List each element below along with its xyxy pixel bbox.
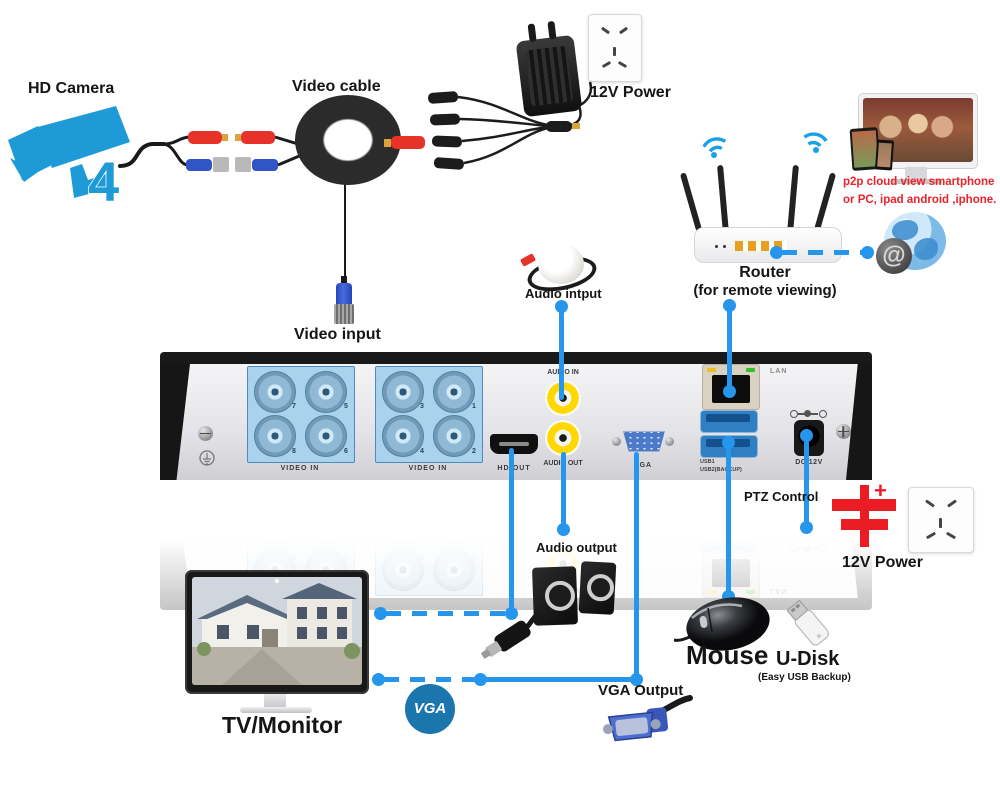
hdmi-plug — [481, 612, 540, 659]
video-input-bnc — [336, 283, 352, 305]
power-right-label: 12V Power — [842, 554, 923, 571]
link-dc-power — [804, 434, 809, 528]
audio-out-port — [545, 420, 581, 456]
video-in-label-2: VIDEO IN — [408, 465, 448, 472]
lan-led-yellow — [707, 368, 716, 372]
audio-input-label: Audio intput — [525, 286, 602, 301]
remote-pc-stand — [905, 167, 927, 179]
dvr-panel: 7 5 8 6 VIDEO IN 3 1 4 2 VIDEO IN HD-OUT… — [160, 352, 872, 480]
audio-input-mic — [538, 244, 584, 284]
router-antenna — [717, 164, 729, 234]
usb-flash-drive — [786, 600, 830, 646]
tv-base — [240, 707, 312, 713]
dc-polarity-icon — [790, 409, 827, 418]
router-title: Router — [739, 264, 791, 281]
wall-outlet-top — [588, 14, 642, 82]
dc-label: DC 12V — [795, 459, 823, 466]
router-ports — [735, 241, 787, 251]
link-vga — [634, 452, 639, 682]
tv-monitor-label: TV/Monitor — [222, 712, 343, 738]
hdmi-port — [490, 434, 538, 454]
router — [694, 227, 842, 263]
usb-port-1 — [700, 410, 758, 433]
video-in-label-1: VIDEO IN — [280, 465, 320, 472]
camera-count: 4 — [88, 150, 119, 207]
link-usb-mouse — [726, 442, 731, 598]
rca-connector-red — [391, 136, 425, 149]
vga-badge: VGA — [405, 684, 455, 734]
power-splitter-cable — [428, 81, 593, 170]
bnc-port — [382, 415, 424, 457]
bnc-port — [305, 415, 347, 457]
hd-camera-label: HD Camera — [28, 80, 115, 97]
usb2-label: USB2(BACKUP) — [700, 467, 742, 473]
video-in-block-2: 3 1 4 2 — [375, 366, 483, 463]
power-top-label: 12V Power — [590, 84, 671, 101]
mic-connector — [519, 253, 537, 267]
adapter-ribs — [524, 45, 574, 107]
usb1-label: USB1 — [700, 459, 715, 465]
link-audio-input — [559, 305, 564, 400]
screw-icon — [836, 424, 851, 439]
tv-screen-house-image — [192, 577, 362, 685]
lan-led-green — [746, 368, 755, 372]
plug-prong — [547, 20, 557, 40]
wall-outlet-right — [908, 487, 974, 553]
wifi-icon — [803, 132, 828, 153]
bnc-port — [382, 371, 424, 413]
power-adapter — [515, 20, 583, 118]
camera-cable-connectors — [118, 131, 305, 172]
rca-tip — [384, 139, 391, 147]
wifi-icon — [702, 137, 727, 158]
router-antenna — [813, 172, 837, 232]
router-antenna — [787, 164, 799, 234]
cloud-text-line1: p2p cloud view smartphone — [843, 176, 995, 188]
tv-monitor — [185, 570, 369, 694]
bnc-port — [433, 371, 475, 413]
screw-icon — [198, 426, 213, 441]
cloud-text-line2: or PC, ipad android ,iphone. — [843, 194, 997, 206]
udisk-sublabel: (Easy USB Backup) — [758, 672, 851, 683]
video-cable-label: Video cable — [292, 78, 381, 95]
video-input-cable — [344, 184, 346, 284]
ground-icon — [199, 450, 215, 466]
remote-pc-base — [892, 179, 942, 184]
power-plug-icon — [860, 485, 869, 547]
hd-camera-icon: 4 — [8, 106, 130, 207]
speaker-right — [578, 561, 617, 615]
video-input-bnc-knurl — [334, 304, 354, 324]
video-input-label: Video input — [294, 326, 381, 343]
link-router-internet — [782, 250, 868, 255]
remote-smartphone — [874, 139, 895, 171]
vga-label: VGA — [633, 462, 653, 469]
vga-plug — [602, 695, 693, 742]
audio-output-label: Audio output — [536, 540, 617, 555]
router-antenna — [679, 172, 703, 232]
bnc-port — [433, 415, 475, 457]
tv-stand — [264, 694, 286, 708]
plug-prong — [527, 23, 537, 43]
bnc-port — [254, 371, 296, 413]
plus-icon: + — [874, 478, 887, 503]
router-subtitle: (for remote viewing) — [693, 282, 837, 299]
bnc-port — [254, 415, 296, 457]
link-audio-out — [561, 452, 566, 532]
mouse-label: Mouse — [686, 640, 769, 670]
video-cable-coil — [295, 95, 401, 185]
vga-output-label: VGA Output — [598, 682, 684, 699]
video-in-block-1: 7 5 8 6 — [247, 366, 355, 463]
udisk-label: U-Disk — [776, 648, 840, 670]
link-hdout — [509, 448, 514, 616]
link-router-lan — [727, 303, 732, 393]
vga-port — [612, 430, 674, 452]
bnc-port — [305, 371, 347, 413]
lan-label: LAN — [770, 368, 788, 375]
mouse — [673, 597, 770, 651]
at-symbol-icon: @ — [876, 238, 912, 274]
ptz-label: PTZ Control — [744, 489, 819, 504]
